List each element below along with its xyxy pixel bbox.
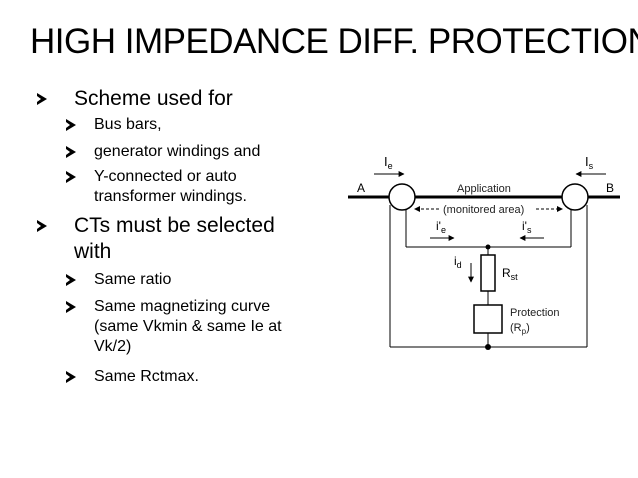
slide-title: HIGH IMPEDANCE DIFF. PROTECTION: [30, 22, 638, 61]
circuit-diagram: Ie Is A B Application (monitored area) i…: [348, 154, 620, 350]
bullet-y-connected: Y-connected or auto transformer windings…: [66, 167, 247, 207]
arrow-bullet-icon: [66, 274, 76, 286]
bullet-text-line2: (same Vkmin & same Ie at: [94, 318, 282, 335]
bullet-text-line2: with: [74, 240, 112, 263]
bullet-text-line2: transformer windings.: [94, 188, 247, 205]
bullet-generator: generator windings and: [66, 142, 260, 162]
bullet-cts: CTs must be selected with: [37, 213, 275, 265]
ct-right: [561, 183, 589, 211]
resistor-rst: [480, 254, 496, 292]
arrow-bullet-icon: [66, 171, 76, 183]
bullet-text-line3: Vk/2): [94, 338, 132, 355]
current-is-label: Is: [585, 154, 594, 171]
bullet-text: Same magnetizing curve: [94, 298, 271, 315]
bullet-text: Y-connected or auto: [94, 168, 237, 185]
bullet-text: generator windings and: [94, 143, 261, 160]
arrow-bullet-icon: [66, 146, 76, 158]
current-ie-label: Ie: [384, 154, 393, 171]
current-is2-label: i's: [522, 219, 532, 235]
bullet-bus-bars: Bus bars,: [66, 115, 162, 135]
bullet-same-curve: Same magnetizing curve (same Vkmin & sam…: [66, 297, 282, 357]
current-id-label: id: [454, 254, 462, 270]
bullet-text: Same ratio: [94, 271, 172, 288]
protection-label: Protection: [510, 307, 560, 319]
rst-label: Rst: [502, 266, 518, 282]
bus-label-b: B: [606, 181, 614, 195]
bus-label-a: A: [357, 181, 365, 195]
arrow-bullet-icon: [37, 220, 47, 232]
bullet-same-ratio: Same ratio: [66, 270, 171, 290]
arrow-bullet-icon: [66, 301, 76, 313]
monitored-right-arrowhead: [557, 206, 563, 212]
rp-label: (Rp): [510, 322, 530, 336]
bullet-text: Bus bars,: [94, 116, 162, 133]
bullet-scheme: Scheme used for: [37, 86, 233, 112]
arrow-bullet-icon: [37, 93, 47, 105]
bullet-text: CTs must be selected: [74, 214, 275, 237]
arrow-bullet-icon: [66, 371, 76, 383]
monitored-label: (monitored area): [443, 204, 524, 216]
monitored-left-arrowhead: [414, 206, 420, 212]
ct-left: [388, 183, 416, 211]
application-label: Application: [457, 183, 511, 195]
bullet-same-rct: Same Rctmax.: [66, 367, 199, 387]
arrow-bullet-icon: [66, 119, 76, 131]
bullet-text: Same Rctmax.: [94, 368, 199, 385]
current-ie2-label: i'e: [436, 219, 446, 235]
bullet-text: Scheme used for: [74, 87, 233, 110]
protection-relay-box: [473, 304, 503, 334]
